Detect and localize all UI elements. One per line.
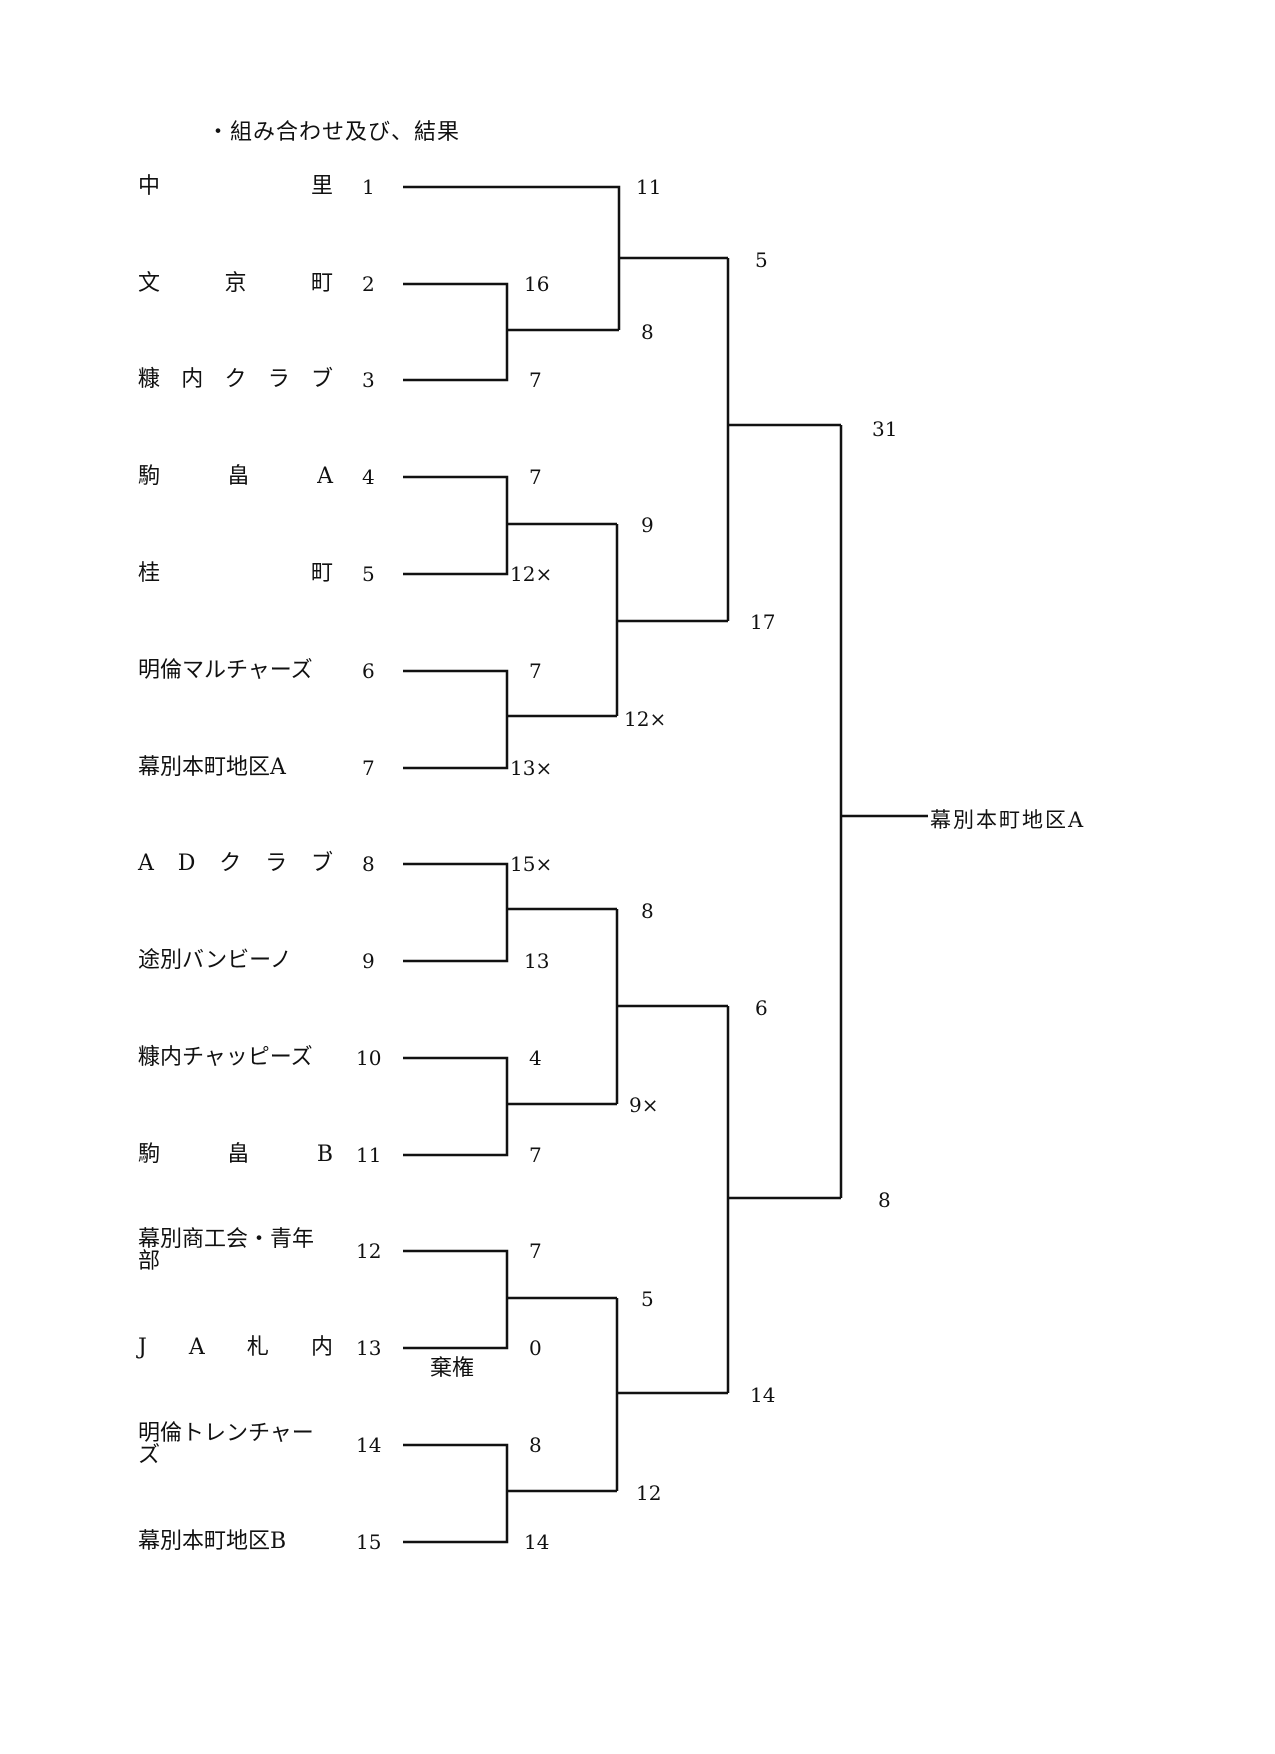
team-name-part: 町 <box>310 561 333 586</box>
team-name-part: 中 <box>138 174 161 199</box>
score-label: 8 <box>641 899 654 923</box>
score-label: 15× <box>510 852 553 876</box>
team-name-part: ラ <box>265 851 288 876</box>
team-name: 幕別本町地区A <box>138 755 286 780</box>
bracket-line <box>403 669 509 770</box>
bracket-line <box>403 185 621 330</box>
team-name: 桂町 <box>138 563 333 585</box>
team-name: 文京町 <box>138 273 333 295</box>
team-seed: 15 <box>356 1530 382 1554</box>
team-name: 明倫マルチャーズ <box>138 658 313 683</box>
team-name-part: 町 <box>310 271 333 296</box>
team-seed: 6 <box>362 659 375 683</box>
score-label: 6 <box>755 996 768 1020</box>
team-seed: 9 <box>362 949 375 973</box>
score-label: 5 <box>641 1287 654 1311</box>
team-seed: 5 <box>362 562 375 586</box>
team-name-part: A <box>138 851 154 876</box>
team-name: 中里 <box>138 176 333 198</box>
score-label: 7 <box>529 1143 542 1167</box>
team-name-part: ラ <box>267 367 290 392</box>
champion-label: 幕別本町地区A <box>930 808 1086 832</box>
team-name-part: 畠 <box>227 1142 250 1167</box>
team-name-part: ク <box>219 851 242 876</box>
team-name-part: ブ <box>310 851 333 876</box>
bracket-line <box>403 1443 509 1544</box>
score-label: 7 <box>529 465 542 489</box>
team-name-part: 桂 <box>138 561 161 586</box>
score-label: 11 <box>636 175 662 199</box>
score-label: 17 <box>750 610 776 634</box>
page-title: ・組み合わせ及び、結果 <box>207 120 461 145</box>
score-label: 8 <box>641 320 654 344</box>
team-name-part: 札 <box>246 1335 269 1360</box>
bracket-line <box>403 1056 509 1157</box>
score-label: 5 <box>755 248 768 272</box>
score-label: 14 <box>524 1530 550 1554</box>
score-label: 12× <box>624 707 667 731</box>
score-label: 13× <box>510 756 553 780</box>
team-name-part: ク <box>224 367 247 392</box>
team-seed: 4 <box>362 465 375 489</box>
bracket-line <box>403 475 509 576</box>
score-label: 0 <box>529 1336 542 1360</box>
team-name-part: ブ <box>310 367 333 392</box>
team-name-part: 駒 <box>138 1142 161 1167</box>
team-name-part: 京 <box>224 271 247 296</box>
score-label: 14 <box>750 1383 776 1407</box>
team-name: 糠内チャッピーズ <box>138 1045 313 1070</box>
team-seed: 2 <box>362 272 375 296</box>
team-name-part: 畠 <box>227 464 250 489</box>
team-name: 明倫トレンチャーズ <box>138 1421 314 1468</box>
bracket-line <box>403 282 509 382</box>
team-seed: 7 <box>362 756 375 780</box>
team-seed: 1 <box>362 175 375 199</box>
score-label: 7 <box>529 368 542 392</box>
team-seed: 14 <box>356 1433 382 1457</box>
score-label: 12 <box>636 1481 662 1505</box>
team-seed: 11 <box>356 1143 382 1167</box>
team-name-part: A <box>188 1335 205 1360</box>
team-name-part: 内 <box>310 1335 333 1360</box>
bracket-line <box>403 1249 509 1350</box>
team-name: 幕別商工会・青年部 <box>138 1227 315 1274</box>
team-seed: 3 <box>362 368 375 392</box>
score-label: 13 <box>524 949 550 973</box>
team-name-part: B <box>316 1142 333 1167</box>
score-label: 31 <box>872 417 898 441</box>
score-label: 16 <box>524 272 550 296</box>
team-seed: 13 <box>356 1336 382 1360</box>
team-name: 糠内クラブ <box>138 369 333 391</box>
score-label: 8 <box>529 1433 542 1457</box>
team-name-part: J <box>138 1335 147 1360</box>
team-name: 幕別本町地区B <box>138 1529 287 1554</box>
team-name-part: 駒 <box>138 464 161 489</box>
score-label: 9 <box>641 513 654 537</box>
score-label: 12× <box>510 562 553 586</box>
team-name-part: A <box>317 464 333 489</box>
team-name-part: 文 <box>138 271 161 296</box>
team-name-part: D <box>177 851 196 876</box>
team-seed: 8 <box>362 852 375 876</box>
team-name-part: 内 <box>181 367 204 392</box>
forfeit-note: 棄権 <box>430 1356 475 1381</box>
score-label: 8 <box>878 1188 891 1212</box>
team-seed: 12 <box>356 1239 382 1263</box>
team-seed: 10 <box>356 1046 382 1070</box>
score-label: 7 <box>529 1239 542 1263</box>
score-label: 7 <box>529 659 542 683</box>
team-name: 途別バンビーノ <box>138 948 292 973</box>
score-label: 9× <box>629 1093 659 1117</box>
bracket-line <box>403 862 509 963</box>
score-label: 4 <box>529 1046 542 1070</box>
team-name-part: 里 <box>310 174 333 199</box>
team-name-part: 糠 <box>138 367 161 392</box>
